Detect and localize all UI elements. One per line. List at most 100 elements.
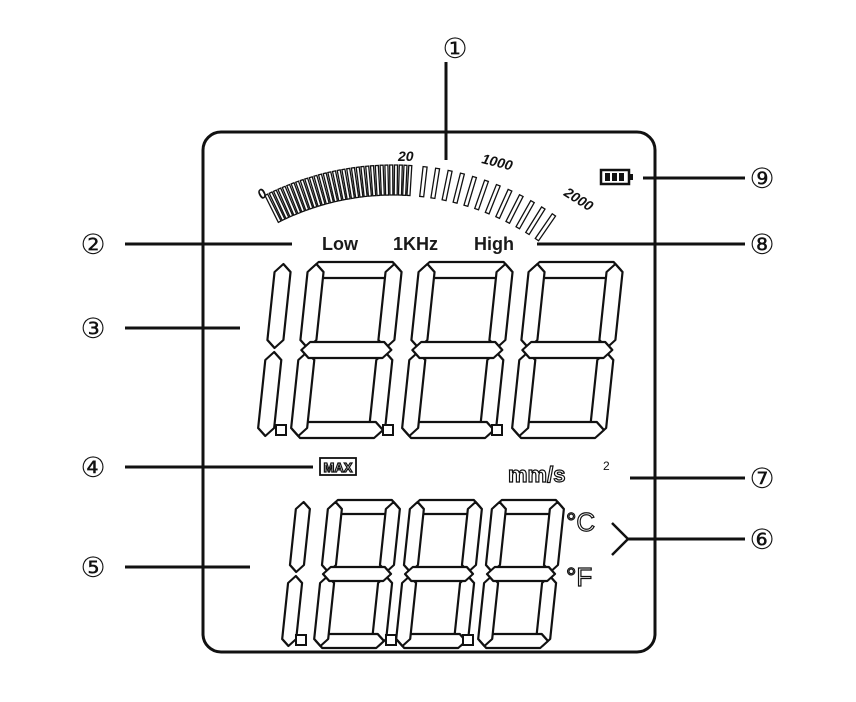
leader-lines <box>125 62 745 569</box>
bargraph-segment <box>452 172 466 204</box>
segment-e <box>290 350 316 438</box>
bargraph-segment <box>401 164 408 197</box>
segment-g <box>411 340 504 360</box>
segment-b <box>288 500 311 574</box>
bargraph-segment <box>350 166 360 199</box>
bargraph-segment <box>393 164 399 196</box>
bargraph-segment <box>505 193 524 225</box>
segment-e <box>395 574 418 648</box>
analog-bargraph <box>264 164 557 242</box>
callout-9: ⑨ <box>749 162 774 195</box>
freq-high-label: High <box>474 234 514 254</box>
callout-2: ② <box>80 228 105 261</box>
unit-celsius: °C <box>566 507 595 537</box>
bargraph-segment <box>285 183 302 215</box>
freq-low-label: Low <box>322 234 359 254</box>
bargraph-segment <box>290 181 306 213</box>
decimal-point <box>462 634 474 646</box>
bargraph-segment <box>299 178 314 210</box>
segment-e <box>477 574 500 648</box>
unit-mm-s2: mm/s <box>508 462 565 487</box>
max-indicator: MAX <box>324 460 353 475</box>
bargraph-segment <box>268 191 286 222</box>
decimal-point <box>275 424 287 436</box>
primary-display <box>257 260 624 440</box>
bargraph-segment <box>308 175 322 208</box>
bargraph-segment <box>272 189 290 220</box>
max-indicator-box <box>319 457 357 476</box>
bargraph-segment <box>379 164 385 196</box>
bargraph-segment <box>406 164 413 197</box>
callout-8: ⑧ <box>749 228 774 261</box>
bargraph-segment <box>484 183 502 215</box>
bargraph-segment <box>317 173 330 205</box>
bargraph-segment <box>341 168 351 200</box>
bargraph-segment <box>264 193 282 224</box>
segment-e <box>313 574 336 648</box>
segment-g <box>485 565 557 583</box>
segment-f <box>402 500 425 574</box>
bargraph-segment <box>534 212 557 242</box>
segment-f <box>410 262 436 350</box>
battery-icon <box>599 168 633 186</box>
bargraph-segment <box>441 169 453 202</box>
segment-c <box>281 574 304 648</box>
seven-segment-digit <box>281 500 311 648</box>
secondary-display <box>281 498 565 650</box>
seven-segment-digit <box>257 262 292 438</box>
bargraph-segment <box>494 188 513 220</box>
bargraph-segment <box>430 167 441 200</box>
unit-exponent: 2 <box>603 459 610 473</box>
bargraph-segment <box>327 171 339 203</box>
seven-segment-digit <box>290 260 403 440</box>
segment-e <box>401 350 427 438</box>
unit-fahrenheit: °F <box>566 562 592 592</box>
bargraph-segment <box>374 164 381 197</box>
segment-b <box>266 262 292 350</box>
bargraph-segment <box>369 164 377 197</box>
bargraph-segment <box>384 164 390 196</box>
segment-g <box>300 340 393 360</box>
bargraph-segment <box>281 185 298 217</box>
seven-segment-digit <box>313 498 401 650</box>
decimal-point <box>382 424 394 436</box>
bargraph-segment <box>389 164 394 196</box>
leader-bracket-6 <box>611 522 630 556</box>
scale-label-2000: 2000 <box>561 183 597 214</box>
bargraph-segment <box>515 199 536 230</box>
seven-segment-digit <box>477 498 565 650</box>
segment-f <box>320 500 343 574</box>
bargraph-segment <box>463 175 478 208</box>
callout-5: ⑤ <box>80 551 105 584</box>
bargraph-segment <box>322 172 335 204</box>
segment-f <box>484 500 507 574</box>
bargraph-segment <box>524 206 546 236</box>
callout-7: ⑦ <box>749 462 774 495</box>
segment-g <box>403 565 475 583</box>
bargraph-segment <box>336 169 347 201</box>
segment-g <box>321 565 393 583</box>
lcd-frame <box>201 130 657 654</box>
bargraph-segment <box>277 187 294 218</box>
segment-f <box>299 262 325 350</box>
bargraph-segment <box>294 180 310 212</box>
seven-segment-digit <box>395 498 483 650</box>
segment-e <box>511 350 537 438</box>
seven-segment-digit <box>511 260 624 440</box>
bargraph-segment <box>397 164 403 196</box>
bargraph-segment <box>364 165 373 197</box>
decimal-point <box>295 634 307 646</box>
bargraph-segment <box>331 170 343 202</box>
bargraph-segment <box>313 174 326 206</box>
bargraph-segment <box>360 165 368 198</box>
scale-label-20: 20 <box>397 148 414 164</box>
bargraph-segment <box>418 165 428 198</box>
segment-f <box>520 262 546 350</box>
bargraph-segment <box>303 177 318 209</box>
decimal-point <box>491 424 503 436</box>
callout-1: ① <box>442 32 467 65</box>
bargraph-segment <box>345 167 356 200</box>
scale-label-1000: 1000 <box>480 150 514 173</box>
decimal-point <box>385 634 397 646</box>
